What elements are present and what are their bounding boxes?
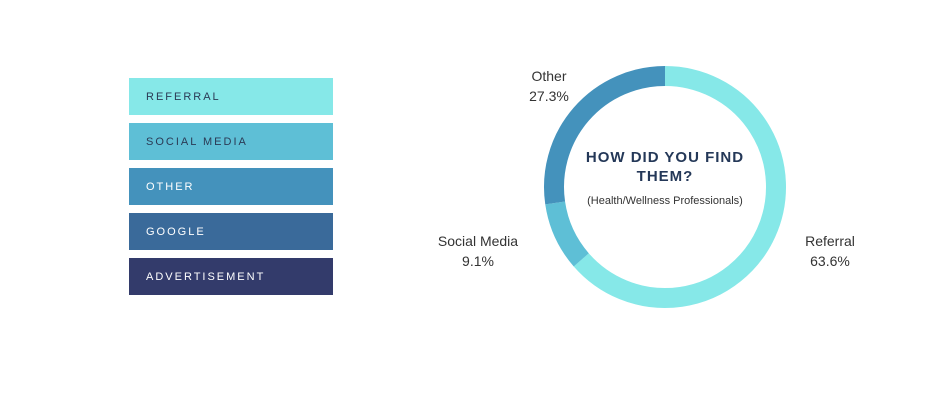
slice-name: Other xyxy=(531,68,567,84)
legend-item-google: GOOGLE xyxy=(129,213,333,250)
legend-label: OTHER xyxy=(146,180,195,193)
donut-slice-other xyxy=(544,66,666,205)
donut-slice-social-media xyxy=(545,201,590,267)
legend-label: ADVERTISEMENT xyxy=(146,270,266,283)
legend-item-other: OTHER xyxy=(129,168,333,205)
legend-label: SOCIAL MEDIA xyxy=(146,135,248,148)
chart-title: HOW DID YOU FIND THEM? xyxy=(585,149,745,185)
slice-value: 27.3% xyxy=(529,88,569,104)
slice-value: 63.6% xyxy=(810,253,850,269)
slice-value: 9.1% xyxy=(462,253,494,269)
legend-label: REFERRAL xyxy=(146,90,221,103)
chart-subtitle: (Health/Wellness Professionals) xyxy=(587,195,743,207)
legend-label: GOOGLE xyxy=(146,225,206,238)
legend-item-advertisement: ADVERTISEMENT xyxy=(129,258,333,295)
legend-item-referral: REFERRAL xyxy=(129,78,333,115)
chart-legend: REFERRAL SOCIAL MEDIA OTHER GOOGLE ADVER… xyxy=(129,78,333,303)
legend-item-social-media: SOCIAL MEDIA xyxy=(129,123,333,160)
slice-name: Referral xyxy=(805,233,855,249)
slice-label-referral: Referral 63.6% xyxy=(795,231,865,271)
slice-label-social-media: Social Media 9.1% xyxy=(428,231,528,271)
slice-name: Social Media xyxy=(437,233,519,249)
slice-label-other: Other 27.3% xyxy=(514,66,584,106)
donut-slice-referral xyxy=(573,66,786,308)
